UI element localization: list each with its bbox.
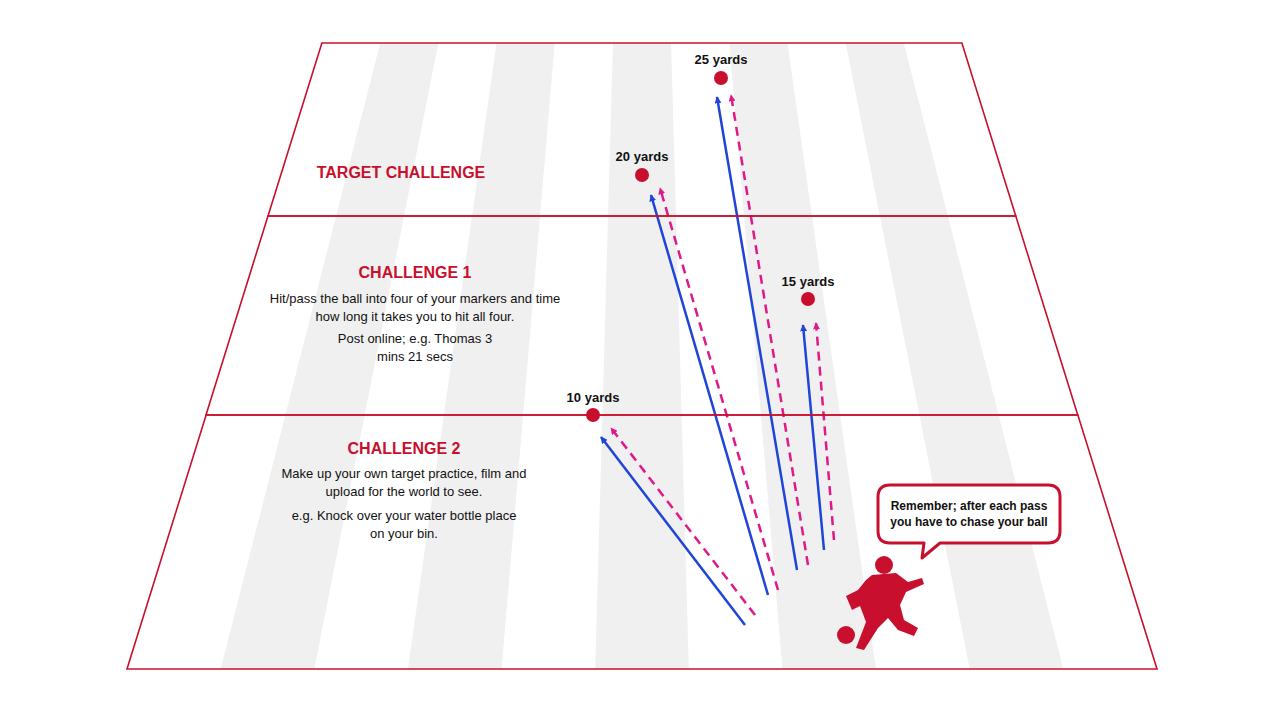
- band-note: Post online; e.g. Thomas 3 mins 21 secs: [330, 330, 500, 365]
- band-body: Make up your own target practice, film a…: [269, 465, 539, 500]
- pink-chase-arrows: [611, 95, 834, 615]
- bubble-text: Remember; after each pass you have to ch…: [886, 498, 1052, 530]
- distance-label: 15 yards: [782, 274, 835, 289]
- band-body: Hit/pass the ball into four of your mark…: [265, 290, 565, 325]
- challenge-band: CHALLENGE 1 Hit/pass the ball into four o…: [206, 216, 1078, 415]
- player-silhouette: [837, 556, 924, 650]
- band-outline: [268, 43, 1016, 216]
- band-heading: CHALLENGE 1: [265, 262, 565, 284]
- speech-bubble: Remember; after each pass you have to ch…: [878, 485, 1060, 543]
- target-band: TARGET CHALLENGE: [268, 43, 1016, 216]
- pitch-ground: [127, 43, 1157, 669]
- blue-pass-arrows: [601, 97, 824, 625]
- target-markers: [586, 71, 815, 422]
- distance-label: 10 yards: [567, 390, 620, 405]
- pitch-stripes: [127, 43, 1157, 669]
- band-heading: CHALLENGE 2: [254, 438, 554, 460]
- band-heading: TARGET CHALLENGE: [251, 162, 551, 184]
- band-note: e.g. Knock over your water bottle place …: [289, 507, 519, 542]
- distance-label: 20 yards: [616, 149, 669, 164]
- distance-label: 25 yards: [695, 52, 748, 67]
